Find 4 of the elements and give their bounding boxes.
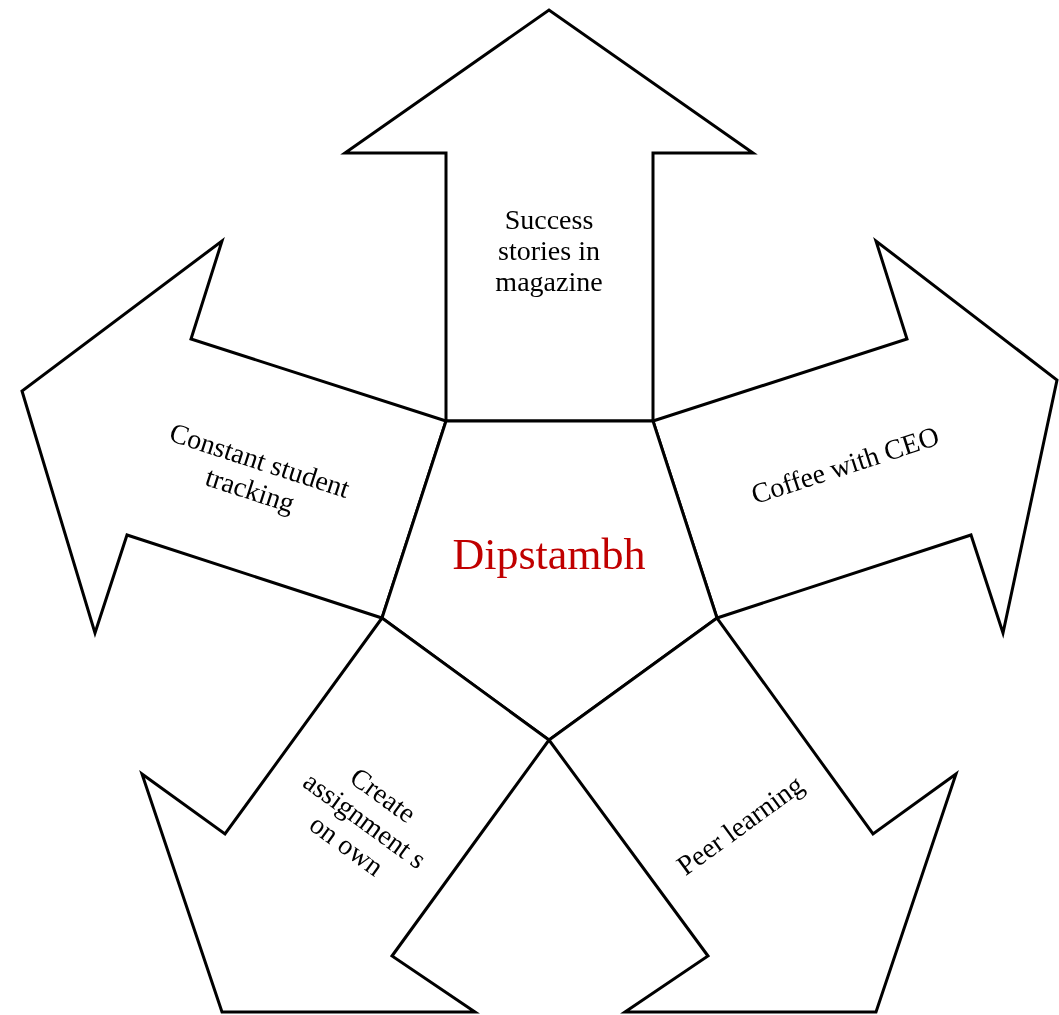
arrow-label: Coffee with CEO [746, 419, 944, 512]
center-title: Dipstambh [451, 531, 647, 579]
arrow-label: Constant student tracking [164, 415, 355, 521]
arrow-label: Success stories in magazine [494, 203, 604, 297]
